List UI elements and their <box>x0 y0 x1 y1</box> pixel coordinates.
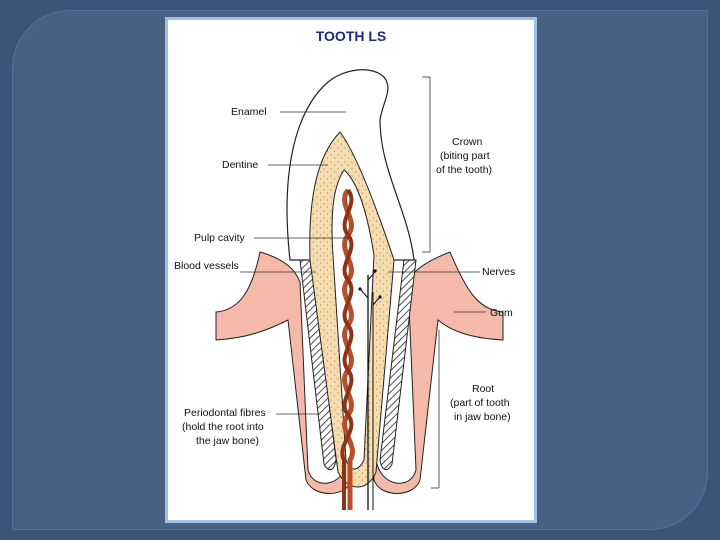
label-enamel: Enamel <box>231 106 267 118</box>
leader-lines <box>240 76 486 489</box>
label-blood-vessels: Blood vessels <box>174 260 239 272</box>
label-pulp-cavity: Pulp cavity <box>194 232 246 244</box>
label-dentine: Dentine <box>222 159 258 171</box>
label-crown-line-2: (biting part <box>440 150 490 162</box>
label-periodontal-line-1: Periodontal fibres <box>184 407 266 419</box>
blood-vessel-strand-b <box>340 188 354 510</box>
label-periodontal-line-3: the jaw bone) <box>196 435 259 447</box>
diagram-title: TOOTH LS <box>315 28 387 44</box>
label-crown-line-3: of the tooth) <box>436 164 492 176</box>
label-root-line-1: Root <box>472 383 494 395</box>
nerves <box>358 269 382 510</box>
label-root-line-3: in jaw bone) <box>454 411 511 423</box>
label-periodontal-line-2: (hold the root into <box>182 421 264 433</box>
label-root-line-2: (part of tooth <box>450 397 510 409</box>
periodontal-fibres-right <box>379 259 417 470</box>
label-crown-line-1: Crown <box>452 136 483 148</box>
diagram-panel: TOOTH LS <box>165 17 537 523</box>
tooth-diagram: Enamel Dentine Pulp cavity Blood vessels… <box>174 69 515 510</box>
label-nerves: Nerves <box>482 266 515 278</box>
label-gum: Gum <box>490 307 513 319</box>
